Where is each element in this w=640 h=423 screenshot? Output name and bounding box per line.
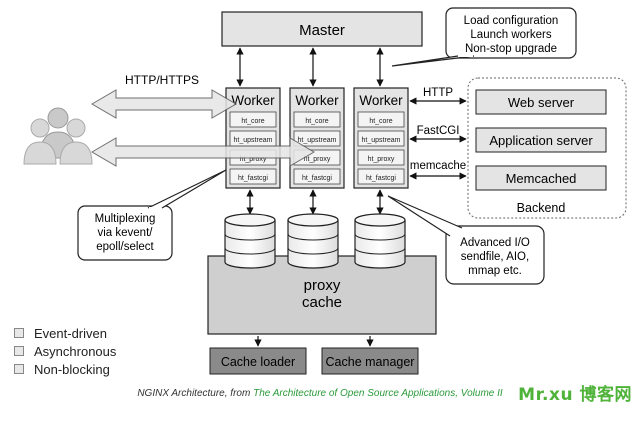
worker-module-label: ht_fastcgi: [238, 175, 268, 182]
backend-label: Backend: [517, 201, 566, 215]
proxy-cache-block: proxy cache: [207, 255, 437, 335]
worker-module-label: ht_proxy: [368, 156, 395, 163]
worker-module-label: ht_core: [369, 118, 392, 125]
multiplexing-callout: Multiplexing via kevent/ epoll/select: [77, 169, 227, 261]
legend-swatch: [14, 346, 24, 356]
worker-module: [293, 130, 341, 147]
worker-module: [229, 168, 277, 185]
cache-manager-label: Cache manager: [326, 355, 415, 369]
worker-node: Worker ht_core ht_upstream ht_proxy ht_fastc…: [289, 87, 345, 189]
advanced-io-callout: Advanced I/O sendfile, AIO, mmap etc.: [387, 195, 545, 285]
worker-module-label: ht_core: [305, 118, 328, 125]
attribution-link[interactable]: The Architecture of Open Source Applicat…: [253, 388, 503, 399]
cache-disk-icon: [354, 213, 406, 269]
worker-module: [357, 168, 405, 185]
http-link-label: HTTP: [423, 87, 453, 99]
cache-storage-group: [224, 213, 406, 269]
worker-module-label: ht_proxy: [240, 156, 267, 163]
legend-label: Event-driven: [34, 325, 107, 341]
io-note-line: mmap etc.: [468, 265, 522, 277]
io-note-line: sendfile, AIO,: [461, 251, 529, 263]
master-note-callout: Load configuration Launch workers Non-st…: [391, 7, 577, 67]
master-note-line: Launch workers: [470, 29, 551, 41]
worker-module: [357, 111, 405, 128]
web-server-box: [475, 89, 607, 115]
backend-group: Web server Application server Memcached …: [467, 77, 627, 219]
application-server-box: [475, 127, 607, 153]
cache-disk-icon: [287, 213, 339, 269]
watermark: Mr.xu 博客网: [518, 385, 632, 405]
worker-module-label: ht_upstream: [298, 137, 337, 144]
worker-group: Worker ht_core ht_upstream ht_proxy ht_fastc…: [225, 87, 409, 189]
legend-label: Asynchronous: [34, 343, 117, 359]
worker-module-label: ht_core: [241, 118, 264, 125]
worker-title: Worker: [359, 93, 403, 108]
legend-item: Event-driven: [14, 324, 116, 342]
client-arrow-lower: [91, 137, 315, 167]
users-icon: [23, 107, 93, 165]
legend-item: Asynchronous: [14, 342, 116, 360]
master-label: Master: [299, 22, 345, 39]
worker-module-label: ht_upstream: [234, 137, 273, 144]
memcached-label: Memcached: [506, 171, 577, 186]
cache-disk-icon: [224, 213, 276, 269]
master-note-line: Non-stop upgrade: [465, 43, 557, 55]
worker-module: [357, 130, 405, 147]
application-server-label: Application server: [489, 133, 593, 148]
worker-title: Worker: [295, 93, 339, 108]
cache-manager-box: Cache manager: [321, 347, 419, 375]
cache-loader-box: Cache loader: [209, 347, 307, 375]
proxy-cache-label: proxy: [304, 277, 341, 294]
master-node: Master: [221, 11, 423, 47]
io-note-line: Advanced I/O: [460, 237, 530, 249]
worker-module-label: ht_fastcgi: [302, 175, 332, 182]
master-note-line: Load configuration: [464, 15, 559, 27]
memcache-link-label: memcache: [410, 160, 466, 172]
worker-node: Worker ht_core ht_upstream ht_proxy ht_fastc…: [353, 87, 409, 189]
worker-module: [229, 111, 277, 128]
worker-module-label: ht_fastcgi: [366, 175, 396, 182]
fastcgi-link-label: FastCGI: [417, 125, 460, 137]
worker-module: [293, 111, 341, 128]
legend-label: Non-blocking: [34, 361, 110, 377]
multiplexing-note-line: Multiplexing: [95, 213, 156, 225]
attribution: NGINX Architecture, from The Architectur…: [0, 388, 640, 399]
worker-module: [293, 168, 341, 185]
multiplexing-note-line: via kevent/: [98, 227, 154, 239]
client-protocol-label: HTTP/HTTPS: [125, 73, 199, 87]
worker-module: [357, 149, 405, 166]
worker-module-label: ht_upstream: [362, 137, 401, 144]
legend-swatch: [14, 328, 24, 338]
cache-loader-label: Cache loader: [221, 355, 295, 369]
legend: Event-driven Asynchronous Non-blocking: [14, 324, 116, 378]
legend-item: Non-blocking: [14, 360, 116, 378]
proxy-cache-label: cache: [302, 294, 342, 311]
worker-module-label: ht_proxy: [304, 156, 331, 163]
web-server-label: Web server: [508, 95, 575, 110]
client-arrow-upper: [91, 89, 237, 119]
attribution-prefix: NGINX Architecture, from: [137, 388, 254, 399]
worker-title: Worker: [231, 93, 275, 108]
memcached-box: [475, 165, 607, 191]
legend-swatch: [14, 364, 24, 374]
multiplexing-note-line: epoll/select: [96, 241, 154, 253]
